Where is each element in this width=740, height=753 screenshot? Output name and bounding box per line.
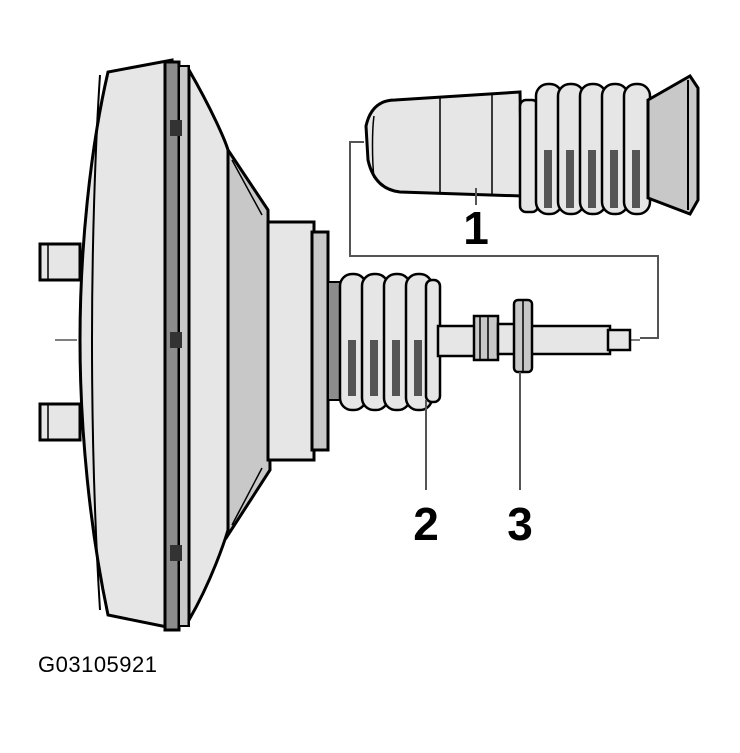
stud-upper (38, 242, 82, 282)
callout-3: 3 (507, 498, 533, 550)
figure-id-label: G03105921 (38, 652, 158, 677)
callout-1: 1 (463, 202, 489, 254)
installed-bellows (327, 272, 442, 412)
replacement-boot (364, 74, 700, 216)
stud-lower (38, 402, 82, 442)
callout-2: 2 (413, 498, 439, 550)
push-rod (436, 314, 632, 362)
fitment-indicator-line (349, 141, 659, 339)
booster-housing (78, 58, 330, 632)
washer (512, 298, 534, 374)
